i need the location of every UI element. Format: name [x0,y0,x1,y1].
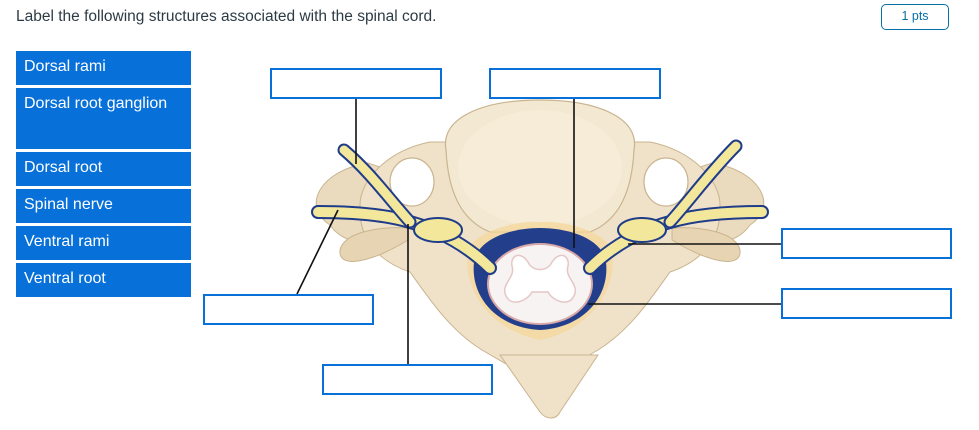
points-badge: 1 pts [881,4,949,30]
question-prompt: Label the following structures associate… [16,8,437,25]
drop-zone-right-lower[interactable] [781,288,952,319]
word-bank: Dorsal rami Dorsal root ganglion Dorsal … [16,51,191,300]
label-chip-dorsal-root[interactable]: Dorsal root [16,152,191,186]
label-chip-ventral-root[interactable]: Ventral root [16,263,191,297]
label-chip-ventral-rami[interactable]: Ventral rami [16,226,191,260]
drop-zone-top-center[interactable] [489,68,661,99]
label-chip-dorsal-root-ganglion[interactable]: Dorsal root ganglion [16,88,191,149]
label-chip-spinal-nerve[interactable]: Spinal nerve [16,189,191,223]
label-chip-dorsal-rami[interactable]: Dorsal rami [16,51,191,85]
drop-zone-right-upper[interactable] [781,228,952,259]
drop-zone-left-middle[interactable] [203,294,374,325]
vertebra-illustration [315,99,765,419]
spinal-nerves-illustration [311,139,769,275]
drop-zone-bottom-center[interactable] [322,364,493,395]
drop-zone-top-left[interactable] [270,68,442,99]
leader-lines [296,99,782,364]
